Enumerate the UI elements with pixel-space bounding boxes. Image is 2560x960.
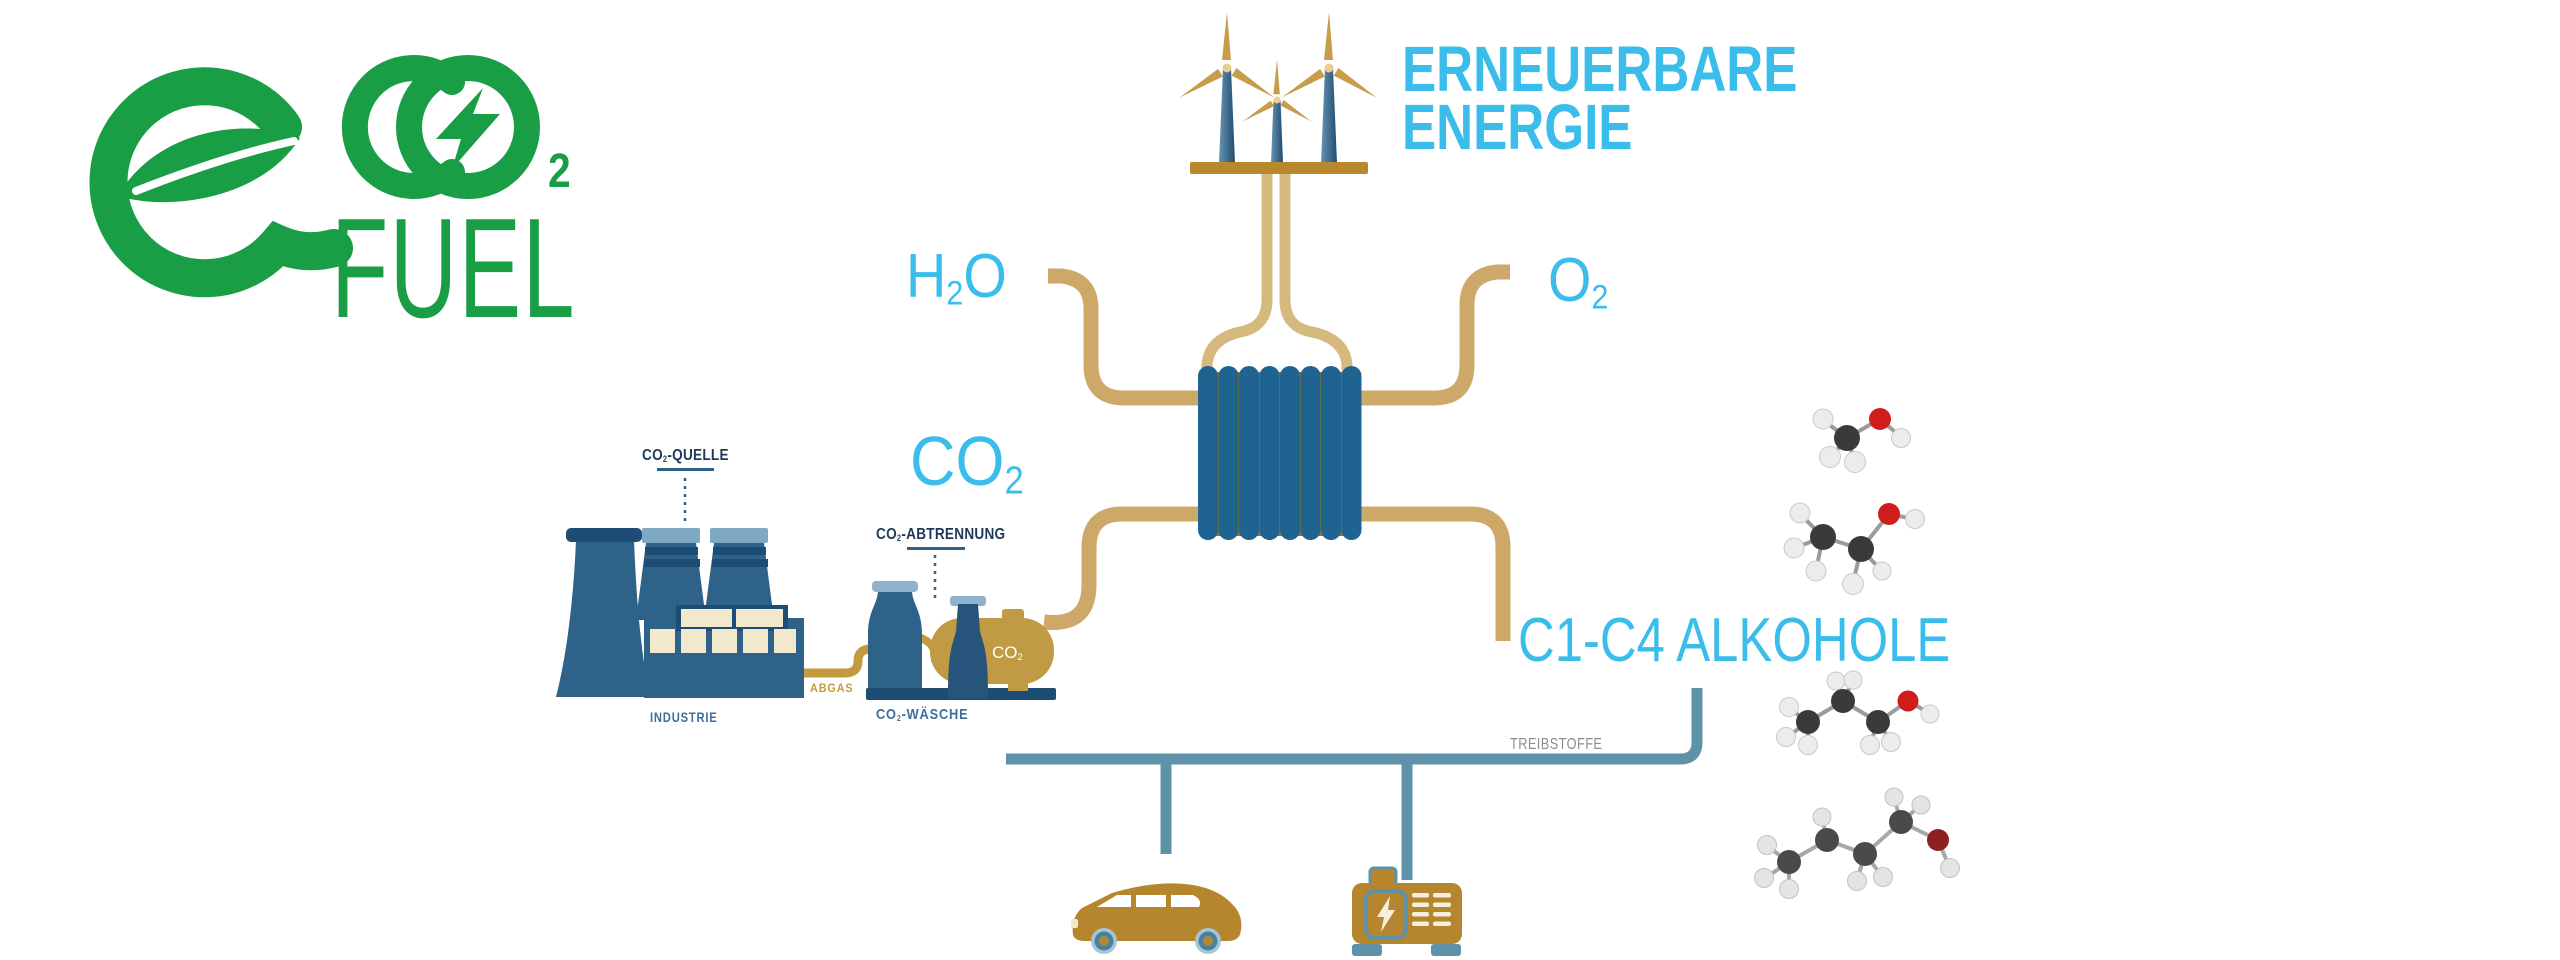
coil-winding	[1259, 366, 1280, 540]
coil-winding	[1218, 366, 1239, 540]
process-pipes	[1043, 264, 1511, 641]
lightning-bolt-icon	[436, 88, 500, 169]
car-window	[1171, 895, 1201, 907]
propanol-molecule	[1776, 670, 1940, 755]
fuel-distribution-line	[1006, 688, 1703, 880]
electrolysis-coil	[1198, 366, 1362, 540]
turbine-blades	[1179, 12, 1377, 122]
factory-window	[681, 629, 706, 653]
co2-tank-cap	[1002, 609, 1024, 621]
generator-knob	[1368, 866, 1398, 887]
car-wheel	[1195, 928, 1221, 954]
chimney-cap	[710, 528, 768, 543]
renewable-energy-label: ERNEUERBARE ENERGIE	[1402, 33, 1798, 163]
vessel-lid	[950, 596, 986, 606]
chimney-cap	[642, 528, 700, 543]
chimney-band	[713, 547, 766, 555]
abgas-pipe	[804, 644, 902, 678]
turbine-platform	[1190, 162, 1368, 174]
pointer-underline	[657, 468, 714, 471]
coil-winding	[1280, 366, 1300, 540]
power-line-right	[1279, 172, 1353, 374]
alcohol-out-pipe	[1320, 506, 1511, 641]
turbine-tower	[1219, 68, 1235, 163]
generator-vents	[1412, 893, 1451, 926]
eco2fuel-logo-mark	[89, 55, 540, 298]
industry-factory	[556, 528, 804, 698]
generator-icon	[1352, 866, 1462, 956]
turbine-hub	[1324, 63, 1334, 73]
turbine-hub	[1222, 63, 1232, 73]
co2-capture-label: CO2-ABTRENNUNG	[876, 526, 1006, 543]
h2o-pipe	[1048, 268, 1240, 406]
coil-winding	[1321, 366, 1341, 540]
cooling-tower	[556, 540, 650, 697]
co2-source-label: CO2-QUELLE	[642, 447, 729, 464]
o2-label: O2	[1548, 246, 1609, 317]
factory-window	[736, 609, 783, 627]
logo-subscript: 2	[548, 145, 571, 198]
wind-turbines	[1179, 12, 1377, 374]
scrubber-vessel-small	[948, 604, 988, 698]
leaf-vein	[132, 137, 298, 195]
co2-tank-leg	[1008, 683, 1028, 691]
car-window	[1097, 895, 1131, 907]
chimney-band	[644, 559, 700, 567]
coil-winding	[1239, 366, 1259, 540]
lightning-bolt-icon	[1377, 896, 1395, 932]
car-headlight	[1071, 919, 1078, 928]
letter-e-leaf	[89, 67, 353, 298]
treibstoffe-label: TREIBSTOFFE	[1510, 736, 1603, 753]
car-window	[1136, 895, 1166, 907]
factory-window	[774, 629, 796, 653]
turbine-hub	[1273, 96, 1281, 104]
vessel-lid	[872, 581, 918, 592]
co2-tank-label: CO2	[992, 643, 1023, 663]
chimney-band	[645, 547, 698, 555]
scrubber-vessel-large	[868, 590, 922, 698]
ethanol-molecule	[1783, 502, 1925, 595]
co2-scrubber	[866, 581, 1056, 700]
generator-foot	[1431, 944, 1461, 956]
factory-window	[681, 609, 732, 627]
car-icon	[1071, 883, 1242, 954]
letter-o-ring	[396, 55, 540, 199]
butanol-molecule	[1754, 787, 1960, 899]
callout-pointers	[657, 468, 965, 600]
alcohols-label: C1-C4 ALKOHOLE	[1518, 606, 1951, 675]
factory-window	[650, 629, 675, 653]
co2-feed-pipe	[1043, 506, 1240, 631]
car-wheel	[1091, 928, 1117, 954]
industrie-label: INDUSTRIE	[650, 709, 718, 725]
logo-fuel-text: FUEL	[331, 189, 576, 348]
fuel-main-line	[1006, 688, 1703, 765]
co2-label: CO2	[910, 422, 1024, 503]
factory-window	[712, 629, 737, 653]
o2-pipe	[1320, 264, 1510, 406]
turbine-tower	[1271, 100, 1283, 163]
power-line-left	[1201, 172, 1273, 374]
methanol-molecule	[1812, 408, 1911, 473]
h2o-label: H2O	[906, 242, 1007, 313]
co2-waesche-label: CO2-WÄSCHE	[876, 706, 969, 723]
turbine-tower	[1321, 68, 1337, 163]
chimney-band	[712, 559, 768, 567]
cooling-tower-rim	[566, 528, 642, 542]
coil-winding	[1341, 366, 1362, 540]
factory-window	[743, 629, 768, 653]
coil-winding	[1198, 366, 1218, 540]
pointer-underline	[907, 547, 965, 550]
abgas-label: ABGAS	[810, 681, 854, 695]
coil-winding	[1300, 366, 1321, 540]
generator-foot	[1352, 944, 1382, 956]
letter-c-ring	[341, 55, 465, 199]
